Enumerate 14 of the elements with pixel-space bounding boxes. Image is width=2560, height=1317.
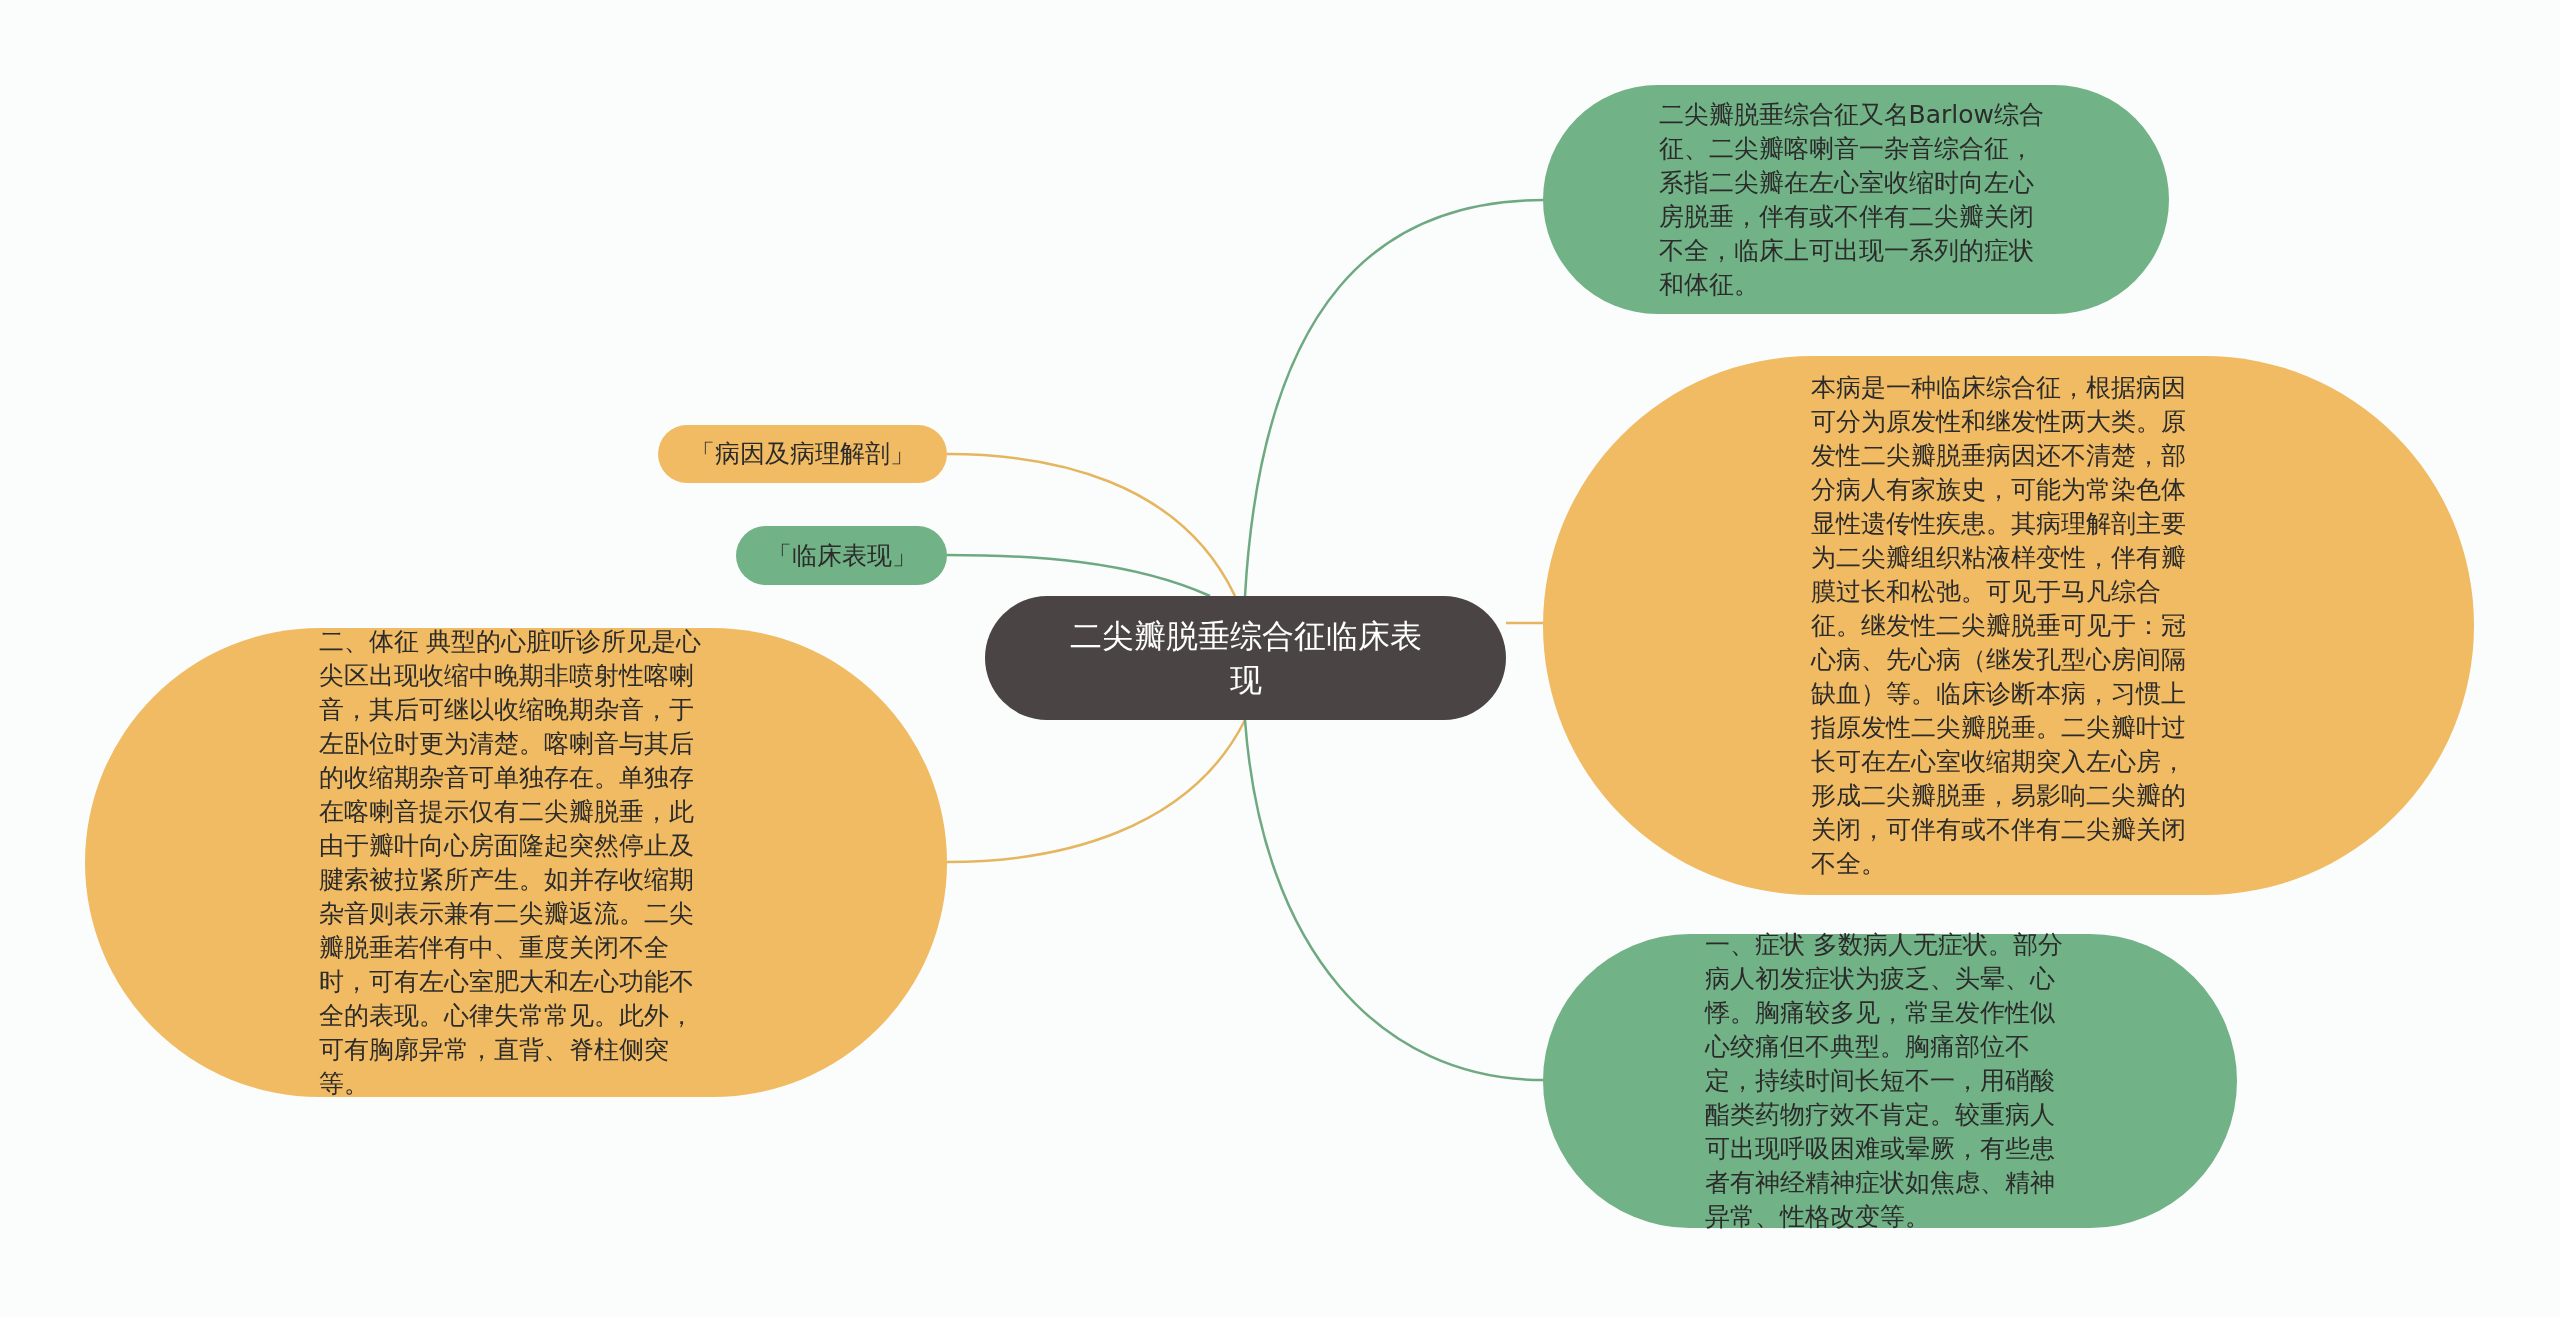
topic-text: 本病是一种临床综合征，根据病因可分为原发性和继发性两大类。原发性二尖瓣脱垂病因还不清楚，部分病人有家族史，可能为常染色体显性遗传性疾患。其病理解剖主要为二尖瓣组织粘液样变性，伴有瓣膜过长和松弛。可见于马凡综合征。继发性二尖瓣脱垂可见于：冠心病、先心病（继发孔型心房间隔缺血）等。临床诊断本病，习惯上指原发性二尖瓣脱垂。二尖瓣叶过长可在左心室收缩期突入左心房，形成二尖瓣脱垂，易影响二尖瓣的关闭，可伴有或不伴有二尖瓣关闭不全。 — [1811, 371, 2187, 880]
topic-text: 「病因及病理解剖」 — [689, 438, 916, 470]
topic-text: 「临床表现」 — [765, 539, 918, 572]
connector-line — [1243, 198, 1544, 597]
connector-line — [1506, 621, 1543, 625]
topic-text: 一、症状 多数病人无症状。部分病人初发症状为疲乏、头晕、心悸。胸痛较多见，常呈发作性似心绞痛但不典型。胸痛部位不定，持续时间长短不一，用硝酸酯类药物疗效不肯定。较重病人可出现呼吸困难或晕厥，有些患者有神经精神症状如焦虑、精神异常、性格改变等。 — [1705, 929, 2064, 1233]
connector-line — [1243, 719, 1544, 1082]
connector-line — [947, 553, 1211, 598]
connector-line — [946, 719, 1247, 864]
connector-line — [946, 452, 1237, 597]
topic-text: 二、体征 典型的心脏听诊所见是心尖区出现收缩中晚期非喷射性喀喇音，其后可继以收缩晚期杂音，于左卧位时更为清楚。喀喇音与其后的收缩期杂音可单独存在。单独存在喀喇音提示仅有二尖瓣脱垂，此由于瓣叶向心房面隆起突然停止及腱索被拉紧所产生。如并存收缩期杂音则表示兼有二尖瓣返流。二尖瓣脱垂若伴有中、重度关闭不全时，可有左心室肥大和左心功能不全的表现。心律失常常见。此外，可有胸廓异常，直背、脊柱侧突等。 — [318, 625, 703, 1100]
central-topic-text: 二尖瓣脱垂综合征临床表现 — [1068, 616, 1423, 701]
topic-text: 二尖瓣脱垂综合征又名Barlow综合征、二尖瓣喀喇音一杂音综合征，系指二尖瓣在左心室收缩时向左心房脱垂，伴有或不伴有二尖瓣关闭不全，临床上可出现一系列的症状和体征。 — [1658, 98, 2045, 301]
topic-bubble — [658, 425, 947, 483]
